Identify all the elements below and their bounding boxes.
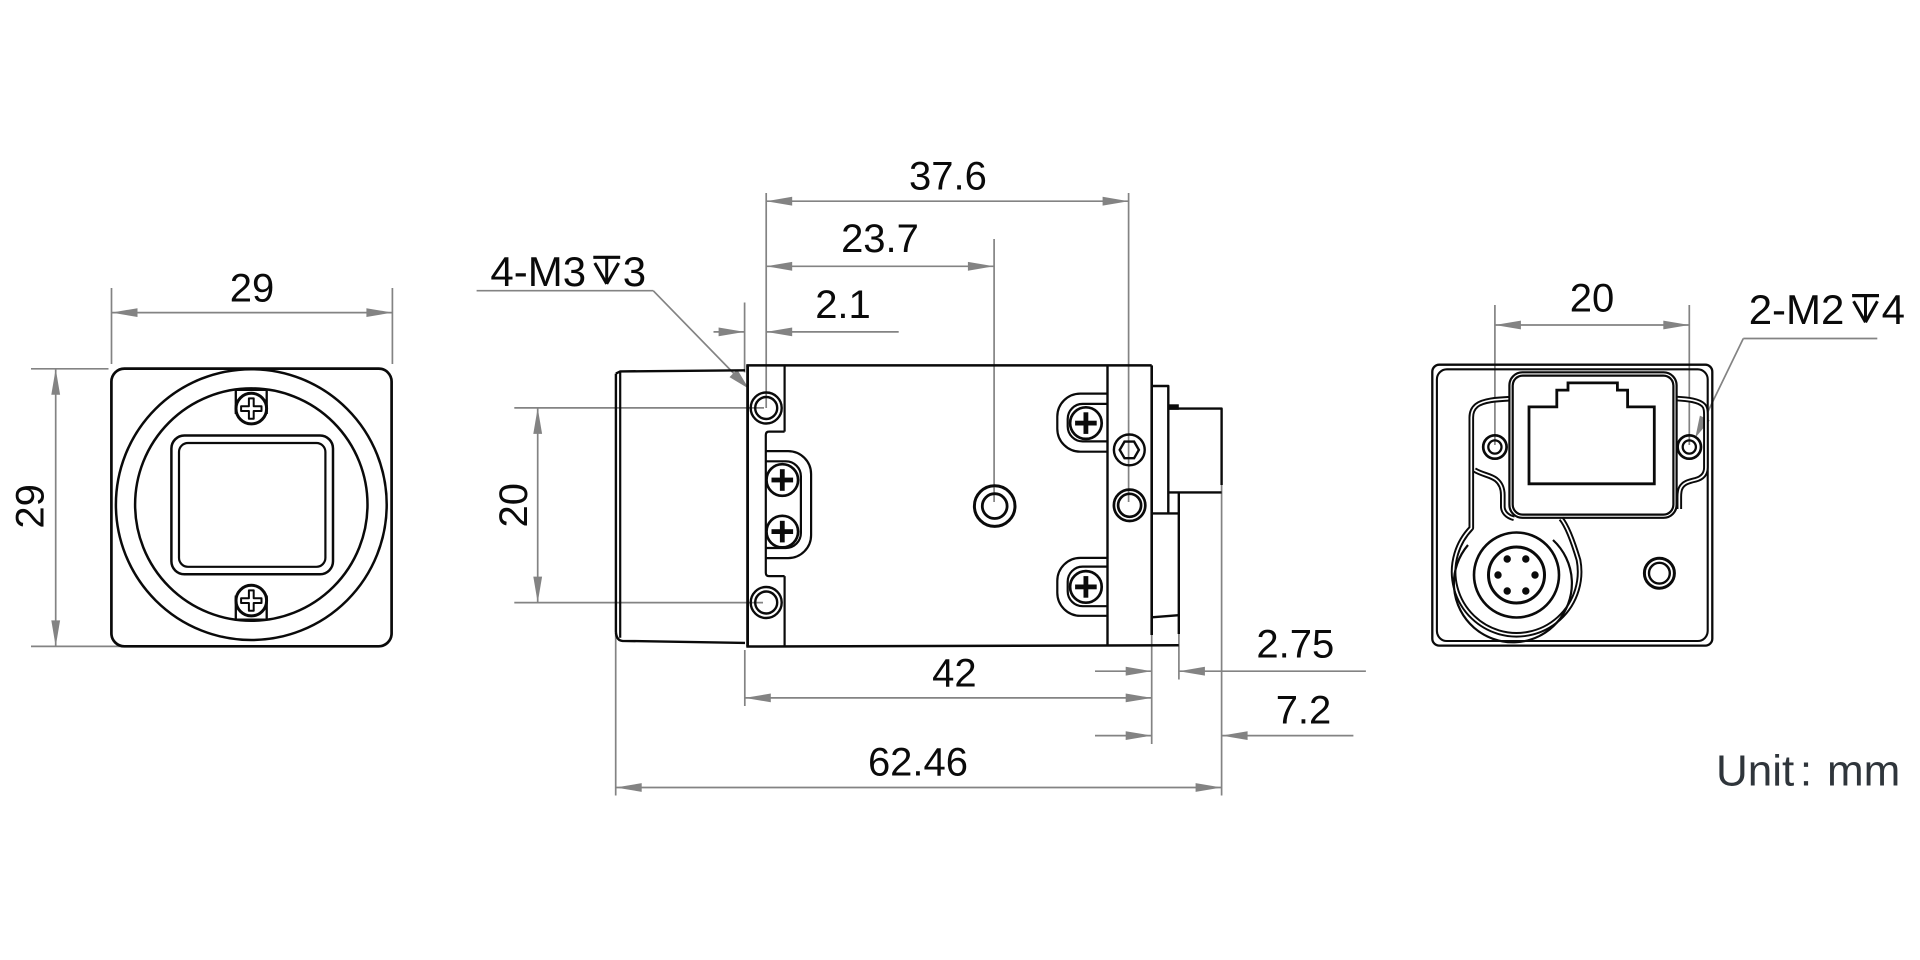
svg-text:mm: mm bbox=[1827, 746, 1900, 795]
svg-text:4: 4 bbox=[1882, 286, 1905, 333]
svg-text:Unit: Unit bbox=[1716, 746, 1794, 795]
svg-text:23.7: 23.7 bbox=[841, 217, 919, 261]
svg-text:4-M3: 4-M3 bbox=[490, 248, 586, 295]
svg-text:29: 29 bbox=[230, 266, 275, 310]
svg-text:42: 42 bbox=[932, 651, 977, 695]
svg-text:2.1: 2.1 bbox=[815, 283, 871, 327]
svg-text:20: 20 bbox=[1570, 277, 1615, 321]
svg-text:29: 29 bbox=[9, 484, 53, 529]
svg-text:2.75: 2.75 bbox=[1256, 622, 1334, 666]
svg-text::: : bbox=[1800, 746, 1812, 795]
svg-text:37.6: 37.6 bbox=[909, 154, 987, 198]
svg-text:20: 20 bbox=[492, 483, 536, 528]
svg-text:62.46: 62.46 bbox=[868, 741, 968, 785]
svg-text:2-M2: 2-M2 bbox=[1749, 286, 1845, 333]
svg-text:3: 3 bbox=[623, 248, 646, 295]
svg-text:7.2: 7.2 bbox=[1276, 689, 1332, 733]
